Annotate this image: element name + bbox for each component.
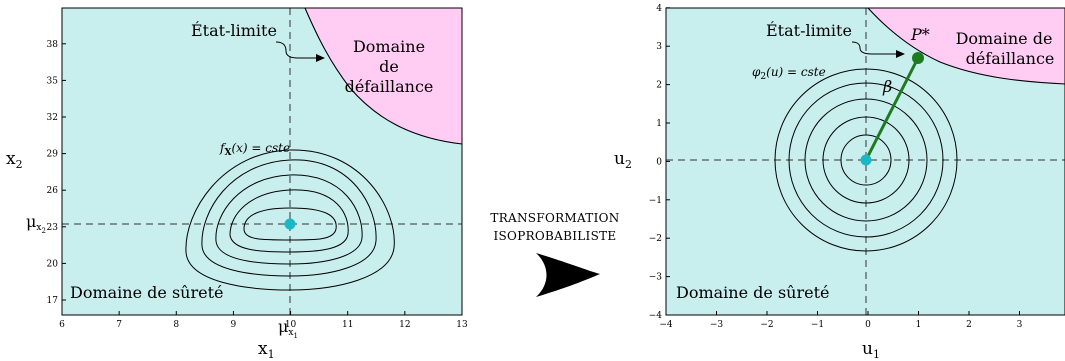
- right-contour-2: [822, 116, 910, 204]
- right-design-point-label: P*: [910, 25, 930, 44]
- right-y-tick-label: −3: [649, 273, 663, 283]
- transformation-arrow-icon: [536, 253, 600, 297]
- right-failure-domain-area: [868, 8, 1065, 84]
- right-x-tick-label: −1: [811, 320, 824, 330]
- left-density-contours: [185, 149, 395, 291]
- right-contour-4: [788, 82, 944, 238]
- left-x-tick-label: 13: [456, 320, 468, 330]
- left-y-tick-label: 20: [47, 259, 59, 269]
- right-y-tick-label: −1: [649, 196, 662, 206]
- left-contour-3: [215, 174, 363, 265]
- left-failure-domain-area: [305, 8, 462, 144]
- right-y-tick-label: 1: [656, 119, 662, 129]
- left-x-ticks: 6 7 8 9 10 11 12 13: [59, 311, 468, 330]
- transformation-label-line1: TRANSFORMATION: [490, 211, 619, 225]
- left-limit-state-arrow: [275, 41, 318, 59]
- right-x-ticks: −4 −3 −2 −1 0 1 2 3: [659, 311, 1023, 330]
- right-reliability-index-segment: [864, 57, 920, 161]
- left-limit-state-arrowhead: [316, 54, 325, 62]
- left-contour-4: [201, 159, 377, 277]
- left-contour-1: [243, 207, 337, 241]
- right-x-axis-label: u1: [862, 339, 880, 361]
- left-failure-label-3: défaillance: [345, 77, 434, 96]
- transformation-label-line2: ISOPROBABILISTE: [494, 229, 617, 243]
- right-x-tick-label: 0: [865, 320, 871, 330]
- right-y-ticks: −4 −3 −2 −1 0 1 2 3 4: [649, 4, 670, 321]
- right-contour-5: [774, 68, 958, 252]
- left-plot-frame: [61, 7, 463, 316]
- left-x-axis-label: x1: [258, 339, 275, 361]
- right-limit-state-label: État-limite: [766, 20, 852, 40]
- right-failure-label-2: défaillance: [966, 49, 1055, 68]
- right-x-tick-label: 1: [916, 320, 922, 330]
- right-density-label: φ2(u) = cste: [752, 65, 826, 82]
- right-y-tick-label: 3: [656, 42, 662, 52]
- left-y-ticks: 17 20 23 26 29 32 35 38: [47, 40, 66, 306]
- left-y-tick-label: 23: [47, 223, 59, 233]
- right-x-tick-label: −4: [659, 320, 673, 330]
- left-density-label: fX(x) = cste: [219, 141, 290, 158]
- right-x-tick-label: 3: [1017, 320, 1023, 330]
- transformation-block: TRANSFORMATION ISOPROBABILISTE: [490, 211, 619, 297]
- left-y-axis-label: x2: [6, 149, 23, 171]
- left-limit-state-label: État-limite: [191, 20, 277, 40]
- right-contour-1: [840, 134, 892, 186]
- left-x-tick-label: 12: [399, 320, 410, 330]
- right-panel: −4 −3 −2 −1 0 1 2 3 −4 −3 −2 −1 0 1 2 3 4 u1 u2 État-li…: [614, 4, 1065, 361]
- left-mu-x1-label: μx1: [278, 317, 298, 340]
- right-y-axis-label: u2: [614, 149, 632, 171]
- right-x-tick-label: 2: [966, 320, 972, 330]
- left-x-tick-label: 8: [173, 320, 179, 330]
- right-limit-state-arrowhead: [896, 50, 905, 58]
- left-failure-label-2: de: [379, 57, 399, 76]
- right-design-point: [912, 52, 924, 64]
- right-y-tick-label: 0: [656, 157, 662, 167]
- left-contour-5: [185, 149, 395, 291]
- right-y-tick-label: −4: [649, 311, 663, 321]
- right-y-tick-label: 2: [656, 81, 662, 91]
- right-contour-3: [804, 98, 928, 222]
- left-x-tick-label: 10: [285, 320, 297, 330]
- left-limit-state-curve: [304, 8, 462, 145]
- right-beta-label: β: [882, 77, 892, 96]
- left-mean-point: [284, 218, 296, 230]
- left-y-tick-label: 17: [47, 296, 59, 306]
- right-origin-point: [860, 154, 872, 166]
- right-failure-label-1: Domaine de: [956, 29, 1053, 48]
- left-y-tick-label: 32: [47, 113, 58, 123]
- right-limit-state-curve: [867, 8, 1065, 85]
- right-x-tick-label: −3: [710, 320, 724, 330]
- left-y-tick-label: 35: [47, 76, 59, 86]
- left-y-tick-label: 38: [47, 40, 59, 50]
- right-x-tick-label: −2: [760, 320, 773, 330]
- right-y-tick-label: −2: [649, 234, 662, 244]
- left-y-tick-label: 26: [47, 186, 59, 196]
- left-x-tick-label: 6: [59, 320, 65, 330]
- left-x-tick-label: 11: [342, 320, 353, 330]
- right-safe-label: Domaine de sûreté: [676, 283, 829, 302]
- right-y-tick-label: 4: [656, 4, 662, 14]
- right-density-contours: [774, 68, 958, 252]
- left-safe-label: Domaine de sûreté: [70, 283, 223, 302]
- left-y-tick-label: 29: [47, 150, 59, 160]
- left-failure-label-1: Domaine: [353, 37, 425, 56]
- left-contour-2: [229, 189, 349, 253]
- left-x-tick-label: 7: [116, 320, 122, 330]
- left-mu-x2-label: μx2: [26, 212, 46, 235]
- left-x-tick-label: 9: [231, 320, 237, 330]
- right-limit-state-arrow: [851, 41, 898, 55]
